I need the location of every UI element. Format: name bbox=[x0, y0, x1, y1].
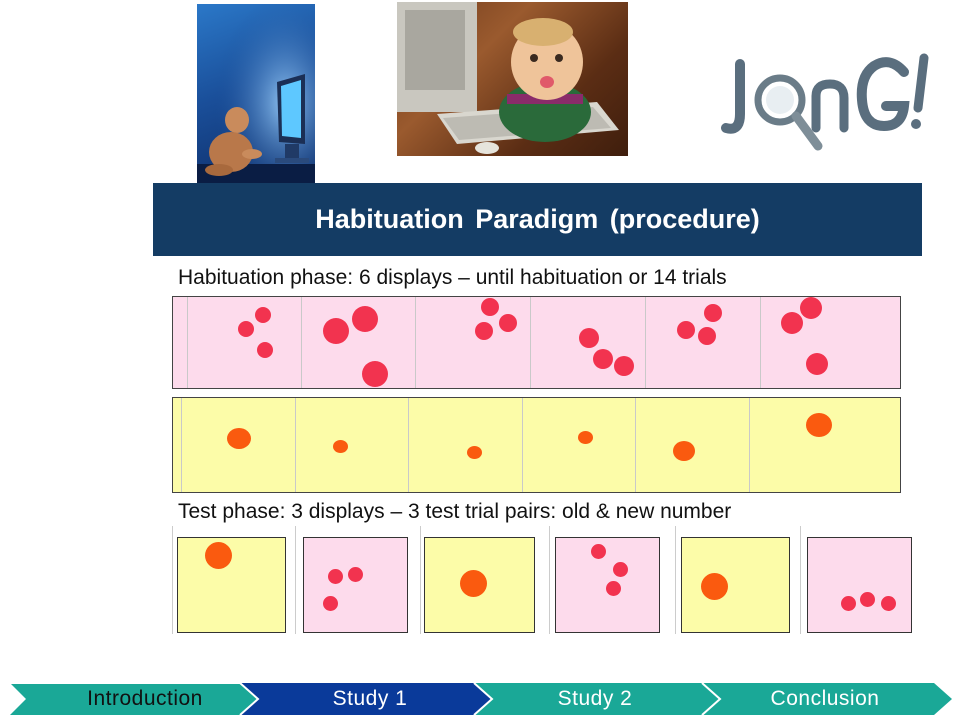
stimulus-dot bbox=[704, 304, 722, 322]
stimulus-dot bbox=[578, 431, 593, 444]
stimulus-dot bbox=[467, 446, 482, 459]
display-divider bbox=[749, 398, 750, 492]
display-divider bbox=[645, 297, 646, 388]
stimulus-dot bbox=[841, 596, 856, 611]
test-display-new bbox=[555, 537, 660, 633]
test-divider bbox=[549, 526, 550, 634]
stimulus-dot bbox=[333, 440, 348, 453]
display-divider bbox=[301, 297, 302, 388]
stimulus-dot bbox=[701, 573, 728, 600]
photo-baby-at-monitor bbox=[197, 4, 315, 184]
nav-study-2[interactable]: Study 2 bbox=[557, 687, 633, 710]
title-banner: Habituation Paradigm (procedure) bbox=[153, 183, 922, 256]
stimulus-dot bbox=[591, 544, 606, 559]
display-divider bbox=[408, 398, 409, 492]
magnifier-logo-icon bbox=[721, 53, 929, 151]
nav-study-1[interactable]: Study 1 bbox=[332, 687, 408, 710]
stimulus-dot bbox=[227, 428, 251, 449]
stimulus-dot bbox=[205, 542, 232, 569]
test-divider bbox=[295, 526, 296, 634]
nav-separator bbox=[10, 682, 260, 716]
stimulus-dot bbox=[677, 321, 695, 339]
test-divider bbox=[172, 526, 173, 634]
display-divider bbox=[522, 398, 523, 492]
photo-baby-at-computer bbox=[397, 2, 628, 156]
test-display-new bbox=[807, 537, 912, 633]
section-nav-bar bbox=[10, 682, 952, 716]
stimulus-dot bbox=[881, 596, 896, 611]
nav-conclusion[interactable]: Conclusion bbox=[770, 687, 880, 710]
test-display-new bbox=[303, 537, 408, 633]
display-divider bbox=[760, 297, 761, 388]
display-divider bbox=[530, 297, 531, 388]
stimulus-dot bbox=[475, 322, 493, 340]
stimulus-dot bbox=[800, 297, 822, 319]
stimulus-dot bbox=[593, 349, 613, 369]
stimulus-dot bbox=[460, 570, 487, 597]
test-display-old bbox=[424, 537, 535, 633]
nav-chevron-study-2[interactable] bbox=[474, 683, 720, 715]
stimulus-dot bbox=[698, 327, 716, 345]
stimulus-dot bbox=[613, 562, 628, 577]
stimulus-dot bbox=[323, 318, 349, 344]
baby-monitor-illustration bbox=[197, 4, 315, 184]
test-display-old bbox=[177, 537, 286, 633]
baby-computer-illustration bbox=[397, 2, 619, 154]
display-divider bbox=[181, 398, 182, 492]
habituation-strip-three-items bbox=[172, 296, 901, 389]
test-display-old bbox=[681, 537, 790, 633]
display-divider bbox=[187, 297, 188, 388]
nav-introduction[interactable]: Introduction bbox=[87, 687, 203, 710]
jong-logo bbox=[718, 42, 934, 154]
nav-chevron-study-1[interactable] bbox=[240, 683, 492, 715]
test-phase-caption: Test phase: 3 displays – 3 test trial pa… bbox=[178, 500, 732, 523]
stimulus-dot bbox=[860, 592, 875, 607]
habituation-phase-caption: Habituation phase: 6 displays – until ha… bbox=[178, 266, 727, 289]
display-divider bbox=[635, 398, 636, 492]
stimulus-dot bbox=[255, 307, 271, 323]
nav-chevron-conclusion[interactable] bbox=[702, 683, 952, 715]
stimulus-dot bbox=[323, 596, 338, 611]
stimulus-dot bbox=[362, 361, 388, 387]
stimulus-dot bbox=[579, 328, 599, 348]
stimulus-dot bbox=[499, 314, 517, 332]
habituation-strip-one-item bbox=[172, 397, 901, 493]
stimulus-dot bbox=[606, 581, 621, 596]
stimulus-dot bbox=[673, 441, 695, 461]
stimulus-dot bbox=[328, 569, 343, 584]
stimulus-dot bbox=[481, 298, 499, 316]
nav-chevron-introduction[interactable] bbox=[10, 683, 258, 715]
stimulus-dot bbox=[238, 321, 254, 337]
nav-separator bbox=[701, 682, 722, 716]
stimulus-dot bbox=[806, 353, 828, 375]
stimulus-dot bbox=[348, 567, 363, 582]
page-title: Habituation Paradigm (procedure) bbox=[315, 204, 760, 234]
test-divider bbox=[675, 526, 676, 634]
display-divider bbox=[295, 398, 296, 492]
stimulus-dot bbox=[781, 312, 803, 334]
stimulus-dot bbox=[352, 306, 378, 332]
stimulus-dot bbox=[806, 413, 832, 437]
test-divider bbox=[420, 526, 421, 634]
stimulus-dot bbox=[257, 342, 273, 358]
nav-separator bbox=[473, 682, 494, 716]
test-divider bbox=[800, 526, 801, 634]
display-divider bbox=[415, 297, 416, 388]
stimulus-dot bbox=[614, 356, 634, 376]
